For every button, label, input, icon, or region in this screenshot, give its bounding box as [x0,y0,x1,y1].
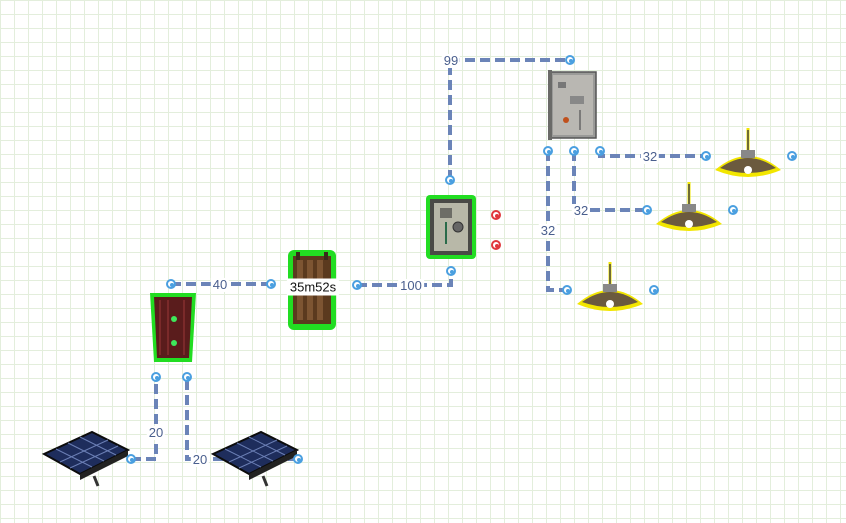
timer-output-port[interactable] [352,280,362,290]
panel-output-port-3[interactable] [595,146,605,156]
solar-panel-right-icon[interactable] [210,430,300,487]
wire-label-solar1-battery: 20 [146,425,166,440]
switch-port-red-1[interactable] [491,210,501,220]
panel-output-port-2[interactable] [569,146,579,156]
ceiling-light-2-icon[interactable] [656,182,722,231]
solar-panel-left-output-port[interactable] [126,454,136,464]
ceiling-light-3-input-port[interactable] [562,285,572,295]
battery-output-port[interactable] [166,279,176,289]
wire-panel-light3[interactable] [546,151,567,292]
wire-label-panel-light1: 32 [640,149,660,164]
switch-port-red-2[interactable] [491,240,501,250]
timer-input-port[interactable] [266,279,276,289]
battery-input-port-2[interactable] [182,372,192,382]
battery-input-port-1[interactable] [151,372,161,382]
ceiling-light-3-icon[interactable] [577,262,643,311]
ceiling-light-1-icon[interactable] [715,128,781,177]
panel-input-port[interactable] [565,55,575,65]
battery-icon[interactable] [150,293,196,362]
wire-solar1-battery[interactable] [131,377,158,461]
ceiling-light-1-output-port[interactable] [787,151,797,161]
timer-display: 35m52s [286,278,340,296]
ceiling-light-1-input-port[interactable] [701,151,711,161]
ceiling-light-2-output-port[interactable] [728,205,738,215]
wire-timer-switch[interactable] [357,271,453,287]
wire-label-solar2-battery: 20 [190,452,210,467]
wire-panel-light2[interactable] [572,151,647,212]
panel-output-port-1[interactable] [543,146,553,156]
ceiling-light-2-input-port[interactable] [642,205,652,215]
electrical-panel-icon[interactable] [548,70,597,140]
solar-panel-left-icon[interactable] [41,430,131,487]
switch-input-port[interactable] [446,266,456,276]
wire-label-battery-timer: 40 [210,277,230,292]
wire-label-switch-panel: 99 [441,53,461,68]
wire-label-timer-switch: 100 [398,278,424,293]
switch-output-port[interactable] [445,175,455,185]
switch-box-icon[interactable] [426,195,476,259]
wire-label-panel-light3: 32 [538,223,558,238]
wire-label-panel-light2: 32 [571,203,591,218]
ceiling-light-3-output-port[interactable] [649,285,659,295]
solar-panel-right-output-port[interactable] [293,454,303,464]
